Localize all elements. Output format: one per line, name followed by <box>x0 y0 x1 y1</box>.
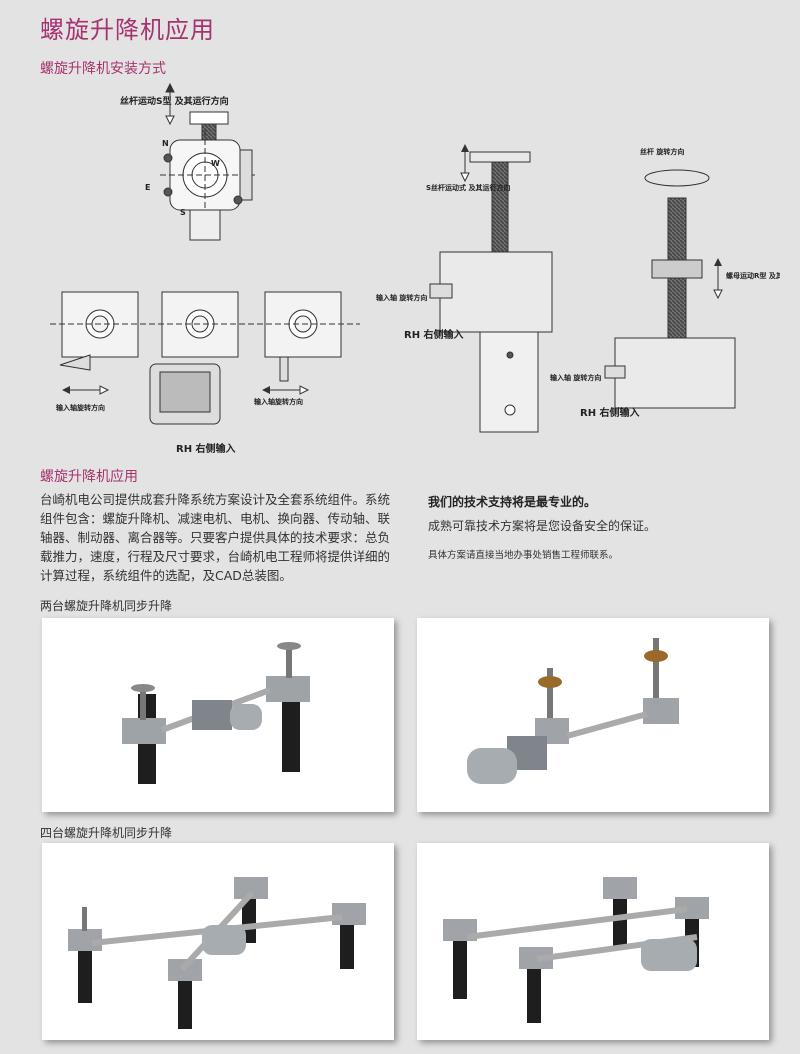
rh-right-input-1-label: RH 右侧输入 <box>176 442 236 455</box>
page-title: 螺旋升降机应用 <box>40 16 215 44</box>
rh-right-input-2-label: RH 右侧输入 <box>404 328 464 341</box>
letter-s: S <box>180 208 186 217</box>
input-shaft-rot-a-label: 输入轴 旋转方向 <box>376 293 427 302</box>
two-units-caption: 两台螺旋升降机同步升降 <box>40 599 173 613</box>
installation-diagram: 丝杆运动S型 及其运行方向 N E W S 输入轴旋转方向 输入轴旋转方向 RH… <box>50 82 780 455</box>
nut-motion-label: 螺母运动R型 及其运行方向 <box>726 271 780 280</box>
letter-e: E <box>145 183 150 192</box>
contact-note: 具体方案请直接当地办事处销售工程师联系。 <box>428 550 619 561</box>
top-view-drawing <box>160 82 255 241</box>
application-section-title: 螺旋升降机应用 <box>40 469 138 485</box>
input-shaft-dir-2-label: 输入轴旋转方向 <box>254 397 303 406</box>
plate-drawings <box>50 291 360 425</box>
rh-right-input-3-label: RH 右侧输入 <box>580 406 640 419</box>
letter-w: W <box>211 159 220 168</box>
screw-motion-s-label: S丝杆运动式 及其运行方向 <box>426 183 510 192</box>
screw-rotation-label: 丝杆 旋转方向 <box>640 147 684 156</box>
screw-motion-top-label: 丝杆运动S型 及其运行方向 <box>120 95 229 107</box>
screw-jack-drawing-r <box>604 197 736 409</box>
install-section-title: 螺旋升降机安装方式 <box>40 61 166 77</box>
application-paragraph: 台崎机电公司提供成套升降系统方案设计及全套系统组件。系统组件包含：螺旋升降机、减… <box>40 492 391 583</box>
input-shaft-rot-b-label: 输入轴 旋转方向 <box>550 373 601 382</box>
support-text: 成熟可靠技术方案将是您设备安全的保证。 <box>428 519 657 533</box>
screw-jack-drawing-s <box>429 151 553 433</box>
two-units-image-1 <box>42 618 394 812</box>
four-units-image-1 <box>42 843 394 1040</box>
support-bold-text: 我们的技术支持将是最专业的。 <box>428 495 597 509</box>
four-units-caption: 四台螺旋升降机同步升降 <box>40 826 173 840</box>
four-units-image-2 <box>417 843 769 1040</box>
two-units-image-2 <box>417 618 769 812</box>
input-shaft-dir-1-label: 输入轴旋转方向 <box>56 403 105 412</box>
letter-n: N <box>162 139 169 148</box>
